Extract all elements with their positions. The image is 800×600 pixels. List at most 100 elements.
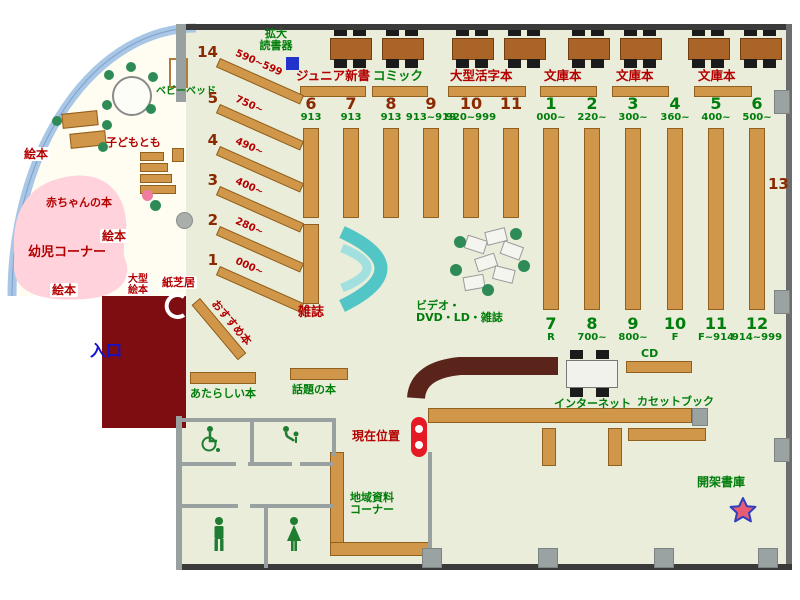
pillar <box>692 408 708 426</box>
bookshelf <box>372 86 428 97</box>
stack-number: 1 <box>207 251 218 269</box>
wall-segment <box>180 418 334 422</box>
stack-range: 920~999 <box>445 112 497 123</box>
cushion-pink <box>142 190 153 201</box>
chair <box>763 59 776 68</box>
kids-chair <box>102 120 112 130</box>
kids-table <box>61 110 99 129</box>
kids-chair <box>148 72 158 82</box>
study-table <box>330 38 372 60</box>
chair <box>334 59 347 68</box>
cushion-green <box>150 200 161 211</box>
section-label-bunko-2: 文庫本 <box>616 68 654 83</box>
chair <box>591 59 604 68</box>
stack-number: 4 <box>207 131 218 149</box>
section-label-comic: コミック <box>373 68 424 83</box>
kodomo-label: 子どもとも <box>106 136 161 149</box>
pillar <box>538 548 558 568</box>
wall-segment <box>332 418 336 456</box>
chair <box>527 27 540 36</box>
bookshelf <box>303 128 319 218</box>
pillar-round <box>176 212 193 229</box>
bookshelf <box>667 128 683 310</box>
study-table <box>620 38 662 60</box>
pillar <box>774 290 790 314</box>
stack-number: 11 <box>499 94 523 113</box>
wall-top <box>176 24 792 30</box>
bookshelf <box>708 128 724 310</box>
chair <box>508 27 521 36</box>
study-table <box>688 38 730 60</box>
stack-range: 500~ <box>742 112 772 123</box>
bookshelf <box>383 128 399 218</box>
picture-books-label: 絵本 <box>100 229 129 243</box>
new-books-shelf <box>190 372 256 384</box>
step-shelf <box>172 148 184 162</box>
magnifier-reader-label: 拡大 読書器 <box>259 27 293 53</box>
stack-number: 10 <box>663 314 687 333</box>
stack-number: 3 <box>627 94 639 113</box>
kids-chair <box>102 100 112 110</box>
stack-range: 913 <box>300 112 322 123</box>
bookshelf <box>428 408 692 423</box>
bookshelf <box>343 128 359 218</box>
chair <box>405 27 418 36</box>
bookshelf <box>540 86 597 97</box>
chair <box>475 59 488 68</box>
wall-segment <box>428 452 432 558</box>
bookshelf <box>584 128 600 310</box>
stack-number: 9 <box>627 314 639 333</box>
chair <box>744 59 757 68</box>
toddler-corner-label: 幼児コーナー <box>28 245 107 260</box>
stack-range: 360~ <box>660 112 690 123</box>
bookshelf <box>749 128 765 310</box>
womens-toilet-icon <box>287 517 301 551</box>
wall-left-lower <box>176 416 182 570</box>
bookshelf <box>694 86 752 97</box>
wall-segment <box>264 506 268 568</box>
chair <box>744 27 757 36</box>
wall-bottom <box>176 564 792 570</box>
step-shelf <box>140 163 168 172</box>
bookshelf <box>330 542 432 556</box>
wheelchair-icon <box>201 426 220 452</box>
stack-range: R <box>547 332 555 343</box>
open-stacks-label: 開架書庫 <box>697 475 746 489</box>
stack-number: 6 <box>751 94 763 113</box>
kids-chair <box>146 104 156 114</box>
step-shelf <box>140 152 164 161</box>
wall-segment <box>180 462 236 466</box>
study-table <box>452 38 494 60</box>
study-table <box>568 38 610 60</box>
stack-number: 8 <box>385 94 397 113</box>
magazine-shelf <box>303 224 319 304</box>
study-table <box>504 38 546 60</box>
chair <box>456 59 469 68</box>
bookshelf <box>423 128 439 218</box>
chair <box>570 388 583 397</box>
bookshelf <box>503 128 519 218</box>
chair <box>475 27 488 36</box>
stack-range: 800~ <box>618 332 648 343</box>
wall-segment <box>248 462 292 466</box>
entrance-label: 入口 <box>90 341 123 360</box>
picture-books-label: 絵本 <box>22 147 51 161</box>
stack-range: 914~999 <box>731 332 783 343</box>
bookshelf <box>612 86 669 97</box>
chair <box>692 27 705 36</box>
stack-range: 220~ <box>577 112 607 123</box>
chair <box>353 27 366 36</box>
stack-number: 10 <box>459 94 483 113</box>
chair <box>624 59 637 68</box>
stack-number: 6 <box>305 94 317 113</box>
chair <box>572 27 585 36</box>
stack-number: 3 <box>207 171 218 189</box>
topical-books-shelf <box>290 368 348 380</box>
stack-number: 4 <box>669 94 681 113</box>
area-13-label: 13 <box>768 175 789 193</box>
door-arc-icon <box>164 293 186 319</box>
magazine-label: 雑誌 <box>298 305 325 320</box>
cd-shelf <box>626 361 692 373</box>
magnifier-reader-icon <box>286 57 299 70</box>
pillar <box>774 438 790 462</box>
